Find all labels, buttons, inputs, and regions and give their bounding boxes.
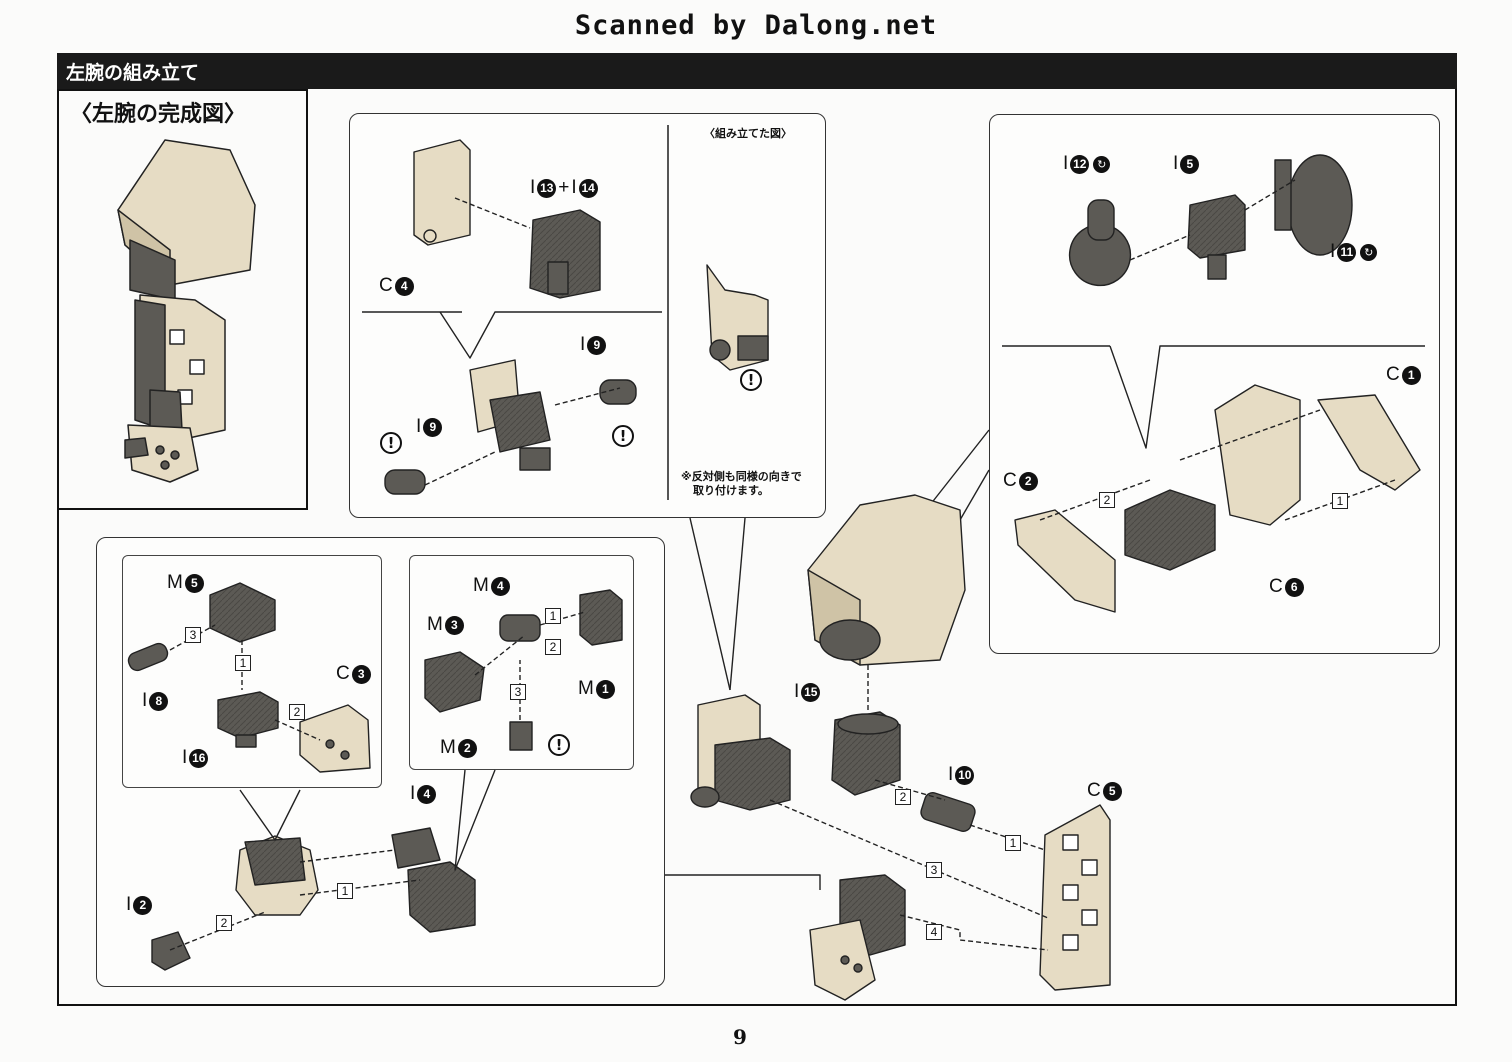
completed-arm-illustration xyxy=(117,139,256,483)
completed-view-title: 〈左腕の完成図〉 xyxy=(70,102,247,127)
step-number: 4 xyxy=(926,924,942,940)
rotate-icon: ↻ xyxy=(1360,243,1378,261)
step-number: 1 xyxy=(545,608,561,624)
panel-divider xyxy=(667,125,669,500)
main-arm-assembly-illustration xyxy=(665,494,1111,1001)
step-number: 2 xyxy=(545,639,561,655)
rotate-icon: ↻ xyxy=(1093,155,1111,173)
hand-assembly-illustration xyxy=(127,582,623,971)
step-number: 2 xyxy=(216,915,232,931)
elbow-assembly-illustration xyxy=(362,139,769,495)
warning-icon: ! xyxy=(380,432,402,454)
step-number: 2 xyxy=(895,789,911,805)
step-number: 1 xyxy=(337,883,353,899)
warning-icon: ! xyxy=(740,369,762,391)
step-number: 1 xyxy=(1005,835,1021,851)
shoulder-assembly-illustration xyxy=(1002,154,1425,613)
warning-icon: ! xyxy=(612,425,634,447)
warning-icon: ! xyxy=(548,734,570,756)
step-number: 1 xyxy=(1332,493,1348,509)
shoulder-callout-lines xyxy=(929,429,990,521)
section-header-bar xyxy=(57,53,1457,89)
page-number: 9 xyxy=(733,1025,747,1049)
step-number: 3 xyxy=(926,862,942,878)
note-line-1: ※反対側も同様の向きで xyxy=(681,470,802,483)
step-number: 3 xyxy=(510,684,526,700)
assembled-view-title: 〈組み立てた図〉 xyxy=(704,127,792,140)
step-number: 2 xyxy=(1099,492,1115,508)
note-line-2: 取り付けます。 xyxy=(693,484,769,497)
step-number: 1 xyxy=(235,655,251,671)
step-number: 3 xyxy=(185,627,201,643)
scan-watermark: Scanned by Dalong.net xyxy=(574,10,938,41)
section-title: 左腕の組み立て xyxy=(66,62,200,84)
step-number: 2 xyxy=(289,704,305,720)
